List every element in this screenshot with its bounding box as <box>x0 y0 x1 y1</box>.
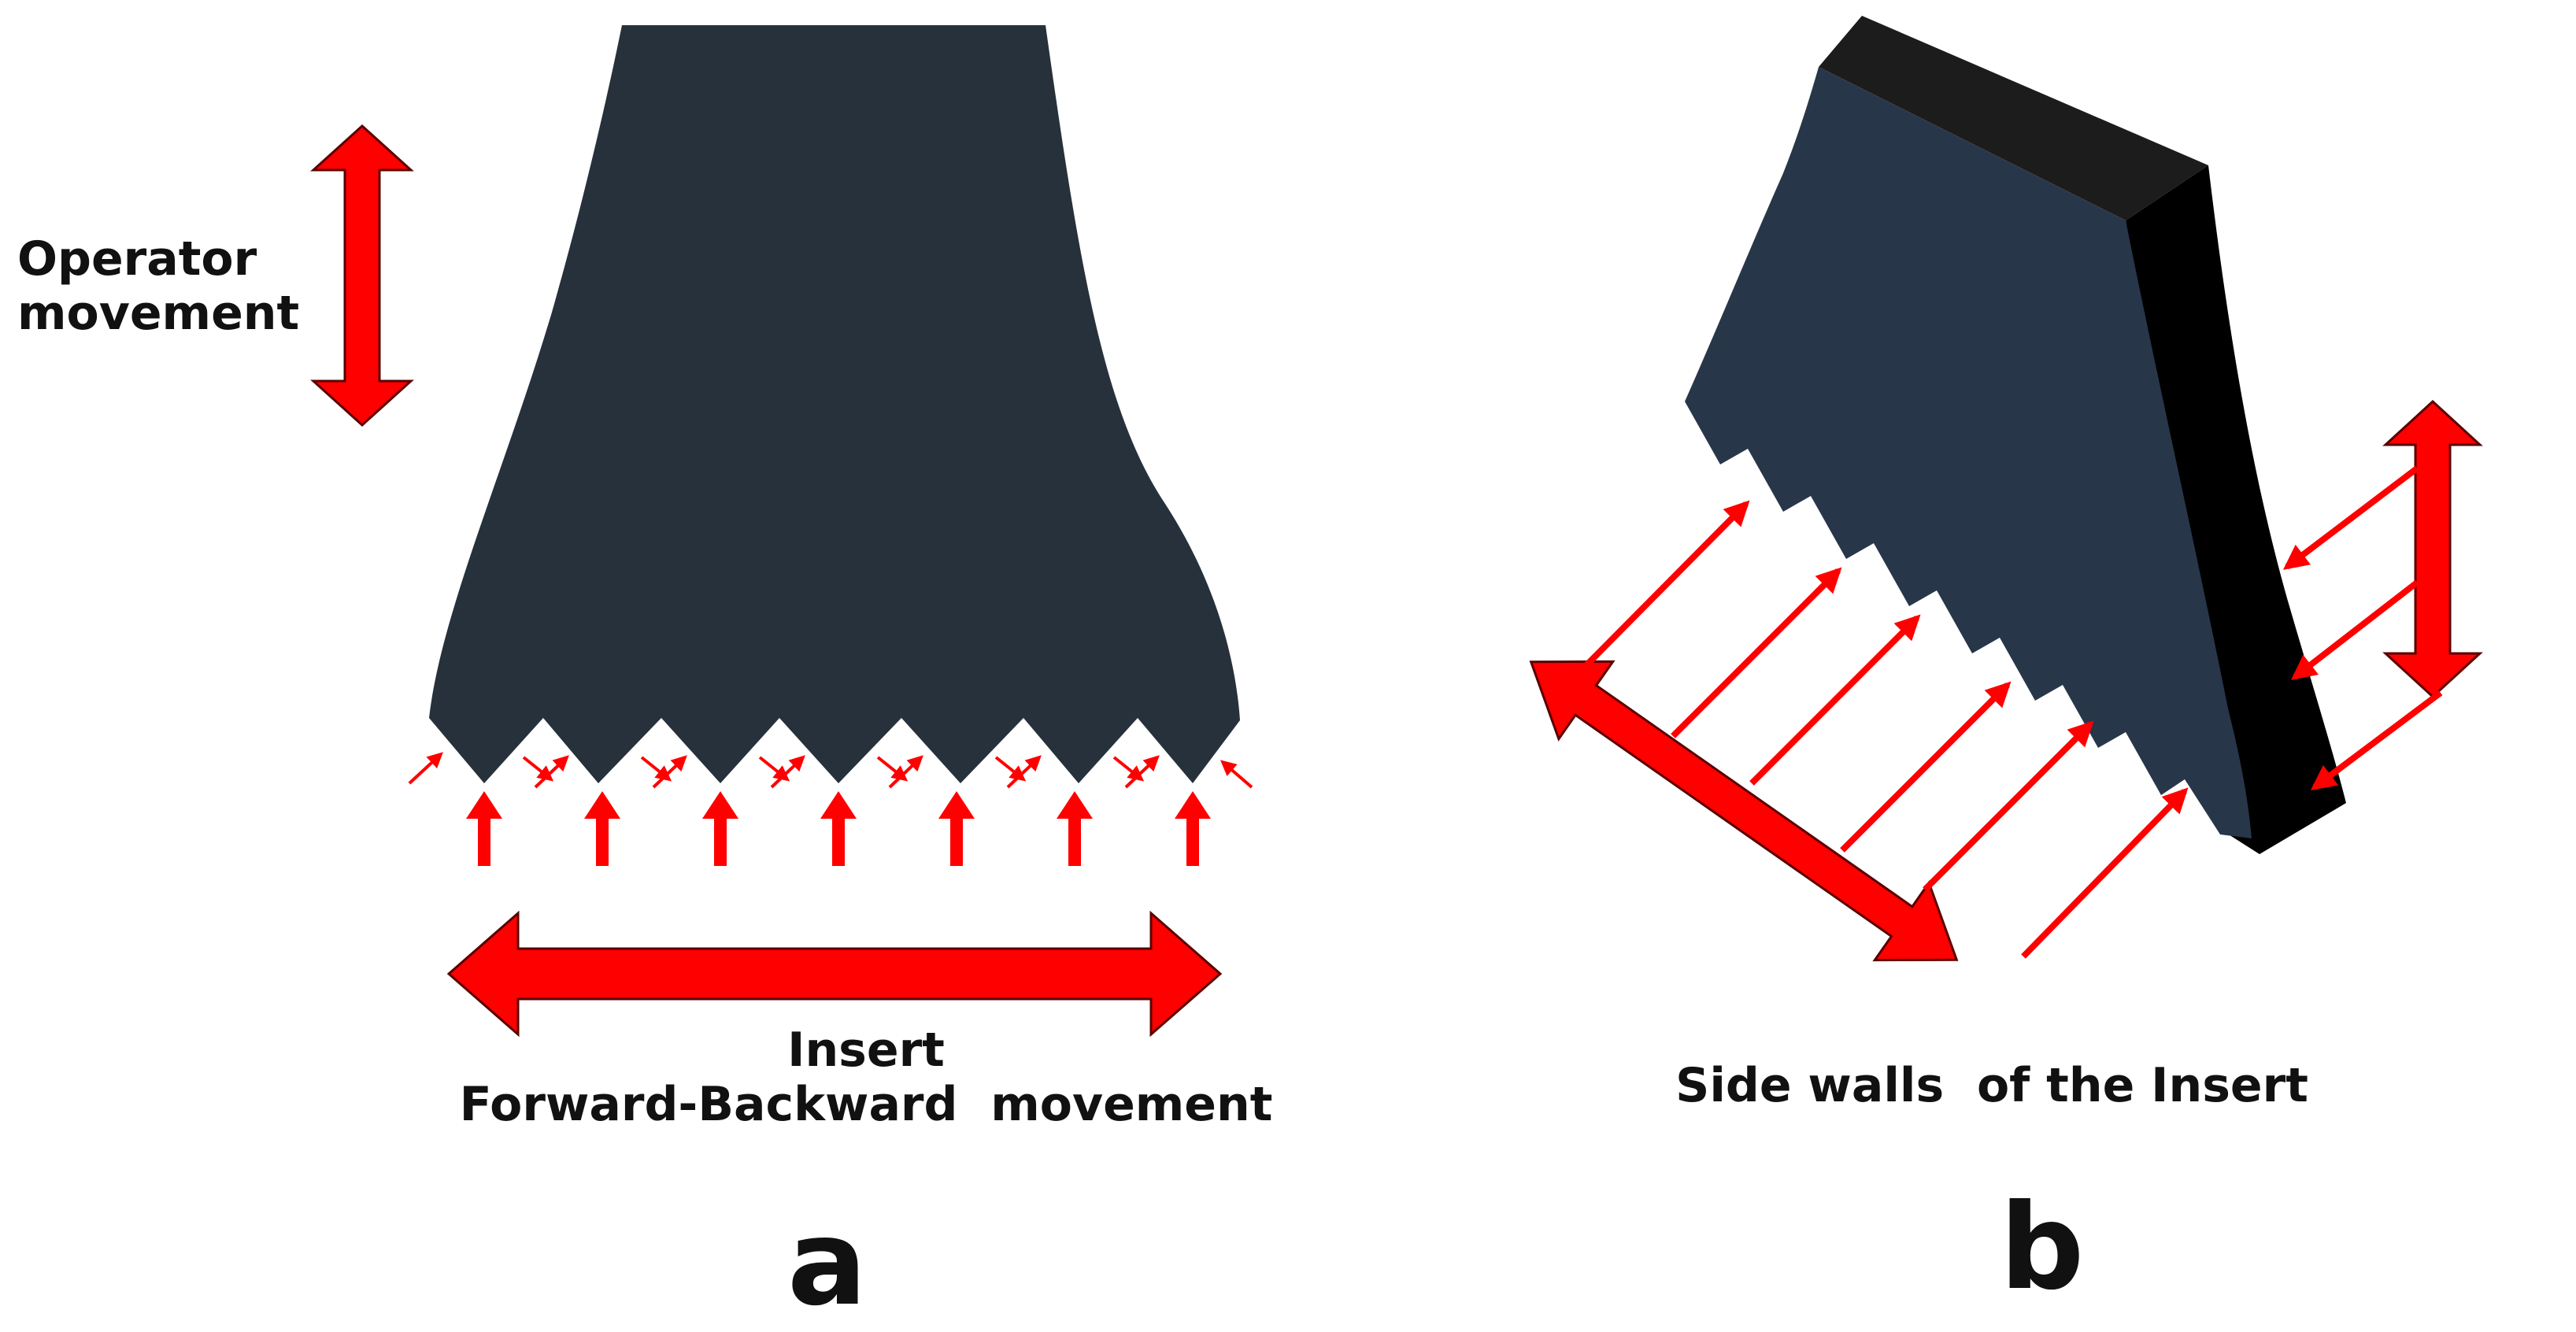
flank-arrow <box>1220 760 1253 789</box>
face-arrow <box>1580 500 1750 672</box>
side-walls-label: Side walls of the Insert <box>1675 1058 2308 1113</box>
front-face-force-arrows <box>1580 500 2189 959</box>
operator-movement-arrow <box>310 124 414 427</box>
panel-a-letter: a <box>787 1195 868 1332</box>
force-arrow-up <box>938 791 975 866</box>
flank-arrow <box>1006 755 1042 789</box>
flank-force-arrows <box>408 752 1253 789</box>
force-arrow-up <box>466 791 502 866</box>
flank-arrow <box>770 755 805 789</box>
side-wall-diagonal-arrow <box>1529 660 1959 962</box>
insert-body-2d <box>429 25 1240 783</box>
insert-front-face <box>1685 67 2252 838</box>
panel-b <box>1529 16 2483 962</box>
force-arrow-up <box>1057 791 1093 866</box>
insert-label-line2: Forward-Backward movement <box>459 1077 1273 1132</box>
face-arrow <box>2021 787 2189 959</box>
face-arrow <box>1840 681 2012 853</box>
panel-b-letter: b <box>2000 1179 2085 1316</box>
operator-label-line2: movement <box>17 286 300 341</box>
side-arrow <box>2282 465 2419 570</box>
force-arrow-up <box>584 791 620 866</box>
panel-a <box>310 25 1253 1038</box>
flank-arrow <box>652 755 687 789</box>
flank-arrow <box>534 755 569 789</box>
flank-arrow <box>408 752 443 785</box>
operator-label-line1: Operator <box>17 231 257 287</box>
insert-top-face <box>1819 16 2208 220</box>
face-arrow <box>1671 567 1842 738</box>
side-wall-vertical-arrow <box>2382 399 2483 699</box>
side-wall-force-arrows <box>2282 465 2443 790</box>
force-arrow-up <box>702 791 738 866</box>
insert-movement-label: Insert Forward-Backward movement <box>425 1023 1307 1132</box>
insert-label-line1: Insert <box>787 1023 945 1078</box>
side-arrow <box>2310 690 2443 790</box>
flank-arrow <box>1124 755 1160 789</box>
flank-arrow <box>888 755 923 789</box>
force-arrow-up <box>820 791 857 866</box>
forward-backward-arrow <box>446 910 1223 1038</box>
operator-movement-label: Operator movement <box>17 232 299 341</box>
face-arrow <box>1749 614 1921 786</box>
tooth-force-arrows <box>466 791 1211 866</box>
force-arrow-up <box>1175 791 1211 866</box>
insert-side-wall <box>2126 165 2346 854</box>
side-arrow <box>2290 579 2419 680</box>
face-arrow <box>1923 720 2094 892</box>
